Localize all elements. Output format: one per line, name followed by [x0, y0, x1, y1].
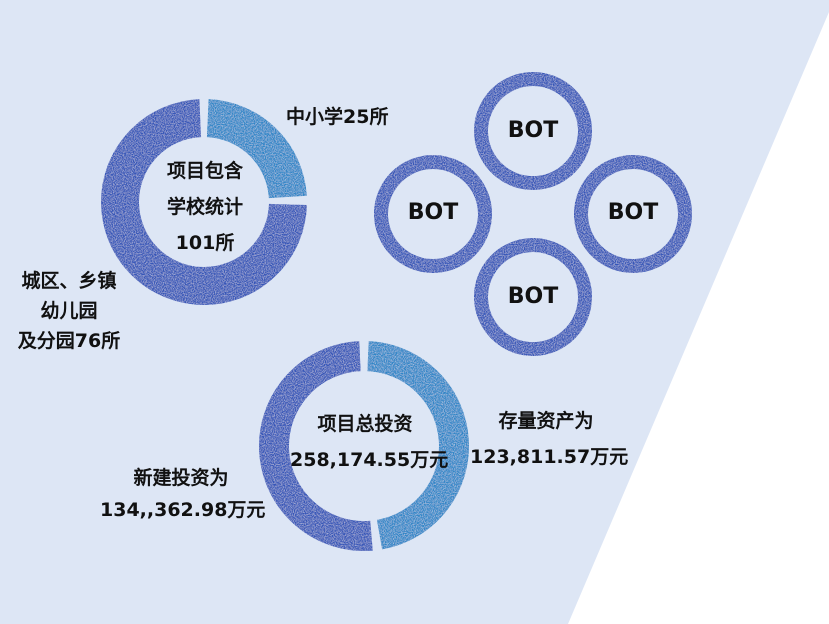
- existing-assets-line-1: 存量资产为: [498, 410, 594, 432]
- investment-segment-0: [366, 341, 469, 550]
- bot-ring-0-texture: [478, 76, 588, 186]
- bot-ring-1-texture: [385, 166, 481, 262]
- primary-middle-school-label: 中小学25所: [286, 106, 389, 128]
- new-investment-line-2: 134,,362.98万元: [100, 499, 266, 521]
- investment-donut-chart: [259, 341, 469, 551]
- schools-segment-0-texture: [207, 117, 289, 197]
- bot-ring-3-texture: [485, 249, 581, 345]
- kindergarten-label-line-1: 城区、乡镇: [21, 270, 117, 292]
- investment-center-line-1: 项目总投资: [317, 413, 413, 435]
- bot-ring-2-texture: [585, 166, 681, 262]
- schools-segment-1-texture: [132, 130, 276, 274]
- schools-center-line-3: 101所: [175, 232, 235, 254]
- bot-ring-2-texture: [578, 159, 688, 269]
- investment-segment-1-texture: [268, 350, 372, 542]
- schools-donut-chart: [101, 99, 307, 305]
- bot-rings-group: [374, 72, 692, 356]
- bot-ring-0-texture: [475, 73, 591, 189]
- existing-assets-label: 存量资产为 123,811.57万元: [470, 403, 629, 475]
- schools-center-line-2: 学校统计: [166, 196, 243, 218]
- schools-segment-0-texture: [207, 130, 276, 198]
- bot-ring-3: [474, 238, 592, 356]
- bot-ring-1-texture: [378, 159, 488, 269]
- kindergarten-label-line-2: 幼儿园: [40, 300, 98, 322]
- kindergarten-label: 城区、乡镇 幼儿园 及分园76所: [8, 266, 130, 356]
- bot-ring-0-texture: [485, 83, 581, 179]
- investment-segment-0-texture: [367, 360, 450, 531]
- investment-segment-1-texture: [283, 365, 371, 527]
- bot-label-bottom: BOT: [507, 284, 559, 309]
- investment-center-label: 项目总投资 258,174.55万元: [290, 406, 449, 478]
- new-investment-line-1: 新建投资为: [133, 467, 229, 489]
- bot-ring-3-texture: [475, 239, 591, 355]
- investment-center-line-2: 258,174.55万元: [290, 449, 449, 471]
- bot-label-top: BOT: [507, 118, 559, 143]
- bot-label-left: BOT: [407, 200, 459, 225]
- existing-assets-line-2: 123,811.57万元: [470, 446, 629, 468]
- schools-segment-1: [101, 99, 307, 305]
- bot-ring-0: [474, 72, 592, 190]
- bot-ring-1: [374, 155, 492, 273]
- schools-center-line-1: 项目包含: [166, 160, 243, 182]
- schools-center-label: 项目包含 学校统计 101所: [150, 153, 260, 261]
- schools-segment-0-texture: [208, 111, 295, 197]
- bot-label-right: BOT: [607, 200, 659, 225]
- bot-ring-2-texture: [575, 156, 691, 272]
- bot-ring-1-texture: [375, 156, 491, 272]
- investment-segment-1-texture: [273, 355, 372, 537]
- kindergarten-label-line-3: 及分园76所: [17, 330, 121, 352]
- bot-ring-3-texture: [478, 242, 588, 352]
- bot-ring-2: [574, 155, 692, 273]
- new-investment-label: 新建投资为 134,,362.98万元: [100, 462, 266, 526]
